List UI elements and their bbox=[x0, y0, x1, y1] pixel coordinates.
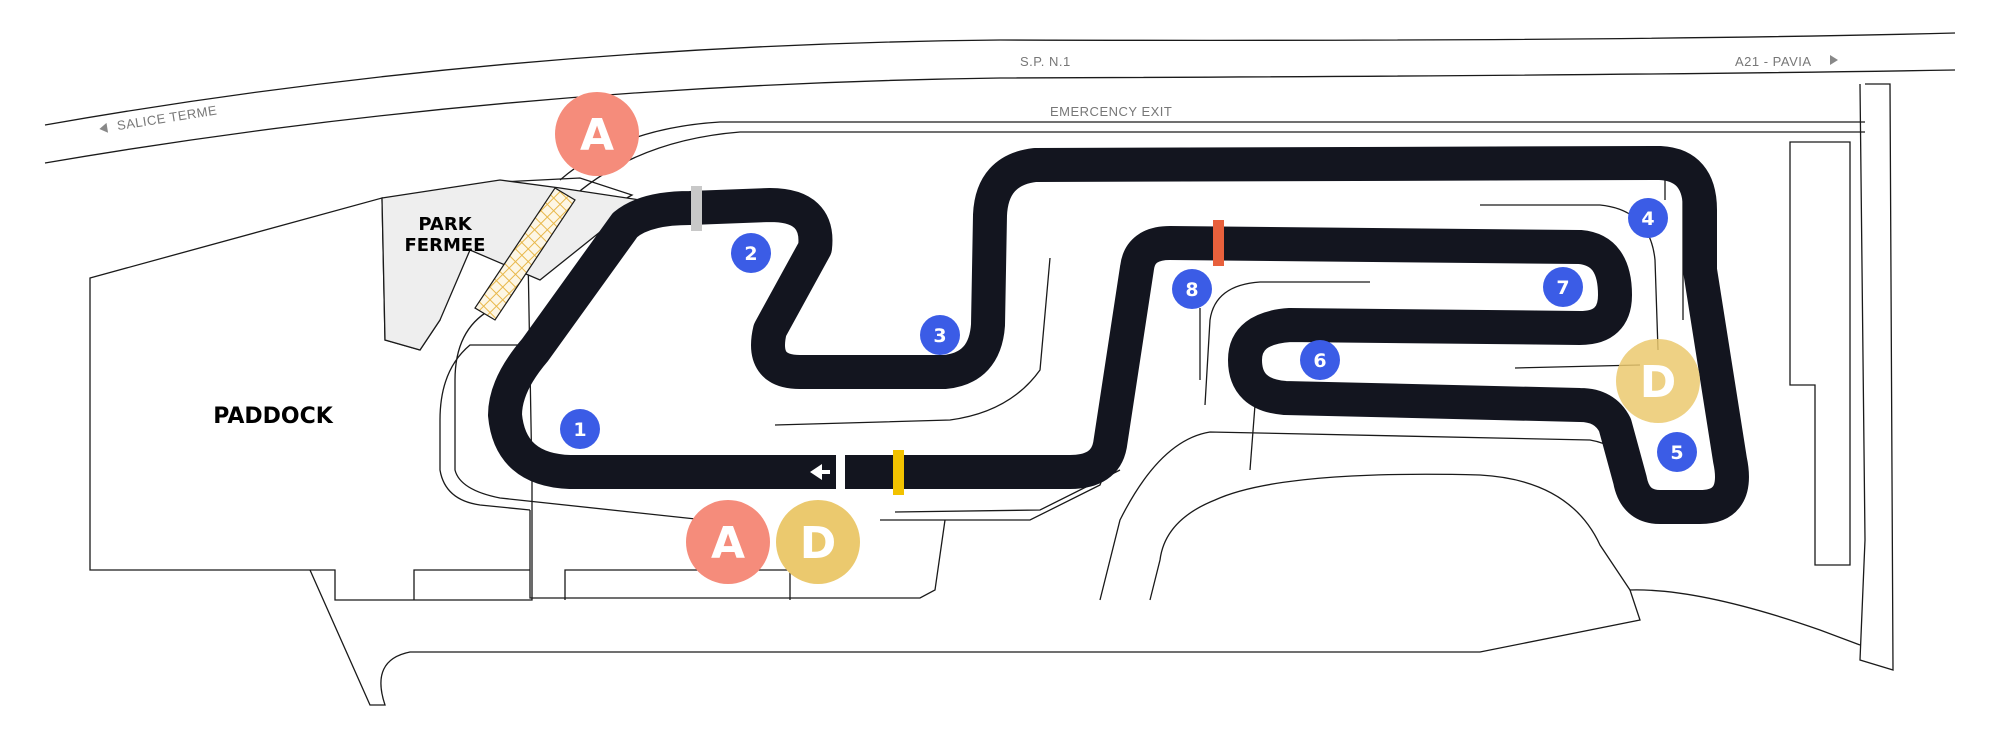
marker-letter: D bbox=[1640, 357, 1677, 408]
south-inner-road bbox=[1149, 473, 1631, 601]
infield-line-1 bbox=[774, 257, 1051, 426]
turn-marker-3: 3 bbox=[920, 315, 960, 355]
right-direction-sign: A21 - PAVIA bbox=[1735, 54, 1838, 69]
paddock-inner-lane-2 bbox=[454, 309, 706, 521]
infield-line-2 bbox=[1204, 281, 1370, 406]
marker-letter: A bbox=[711, 518, 745, 569]
access-marker-north: A bbox=[555, 92, 639, 176]
arrow-left-icon bbox=[810, 464, 830, 480]
paddock-inner-lane bbox=[439, 344, 531, 511]
turn-marker-6: 6 bbox=[1300, 340, 1340, 380]
park-fermee-label-line2: FERMEE bbox=[405, 235, 486, 256]
marker-letter: D bbox=[800, 518, 837, 569]
top-road-label: S.P. N.1 bbox=[1020, 54, 1071, 69]
park-fermee-label-line1: PARK bbox=[418, 214, 472, 235]
left-direction-label: SALICE TERME bbox=[116, 103, 218, 134]
sector-marker-yellow bbox=[893, 450, 904, 495]
d-marker-south: D bbox=[776, 500, 860, 584]
d-marker-east: D bbox=[1616, 339, 1700, 423]
left-direction-sign: SALICE TERME bbox=[99, 103, 218, 134]
paddock-lower-box bbox=[413, 569, 530, 600]
main-road-south-edge bbox=[44, 69, 1956, 164]
start-finish-gap bbox=[836, 455, 845, 491]
lower-service-road bbox=[529, 510, 946, 599]
right-direction-label: A21 - PAVIA bbox=[1735, 54, 1812, 69]
east-parking bbox=[1789, 141, 1851, 566]
paddock-label: PADDOCK bbox=[213, 404, 334, 429]
infield-line-8 bbox=[1249, 404, 1256, 471]
turn-marker-7: 7 bbox=[1543, 267, 1583, 307]
turn-number: 8 bbox=[1185, 279, 1198, 301]
turn-number: 2 bbox=[744, 243, 757, 265]
access-marker-south: A bbox=[686, 500, 770, 584]
lower-service-road-2 bbox=[564, 569, 791, 600]
sector-marker-red bbox=[1213, 220, 1224, 266]
turn-marker-8: 8 bbox=[1172, 269, 1212, 309]
turn-number: 5 bbox=[1670, 442, 1683, 464]
lower-road-east bbox=[1099, 431, 1636, 601]
triangle-left-icon bbox=[99, 122, 109, 133]
east-boundary bbox=[1859, 83, 1894, 671]
turn-marker-4: 4 bbox=[1628, 198, 1668, 238]
turn-number: 3 bbox=[933, 325, 946, 347]
emergency-exit-label: EMERCENCY EXIT bbox=[1050, 104, 1172, 119]
marker-letter: A bbox=[580, 110, 614, 161]
turn-number: 7 bbox=[1556, 277, 1569, 299]
main-road-north-edge bbox=[44, 32, 1956, 126]
park-fermee-hatched-zone bbox=[474, 187, 576, 321]
turn-marker-2: 2 bbox=[731, 233, 771, 273]
sector-marker-grey bbox=[691, 186, 702, 231]
race-track bbox=[488, 146, 1749, 524]
south-perimeter-road bbox=[309, 569, 1861, 706]
triangle-right-icon bbox=[1830, 55, 1838, 65]
turn-number: 6 bbox=[1313, 350, 1326, 372]
turn-number: 4 bbox=[1641, 208, 1654, 230]
turn-marker-1: 1 bbox=[560, 409, 600, 449]
turn-marker-5: 5 bbox=[1657, 432, 1697, 472]
turn-number: 1 bbox=[573, 419, 586, 441]
emergency-exit-road-bottom bbox=[574, 131, 1865, 196]
